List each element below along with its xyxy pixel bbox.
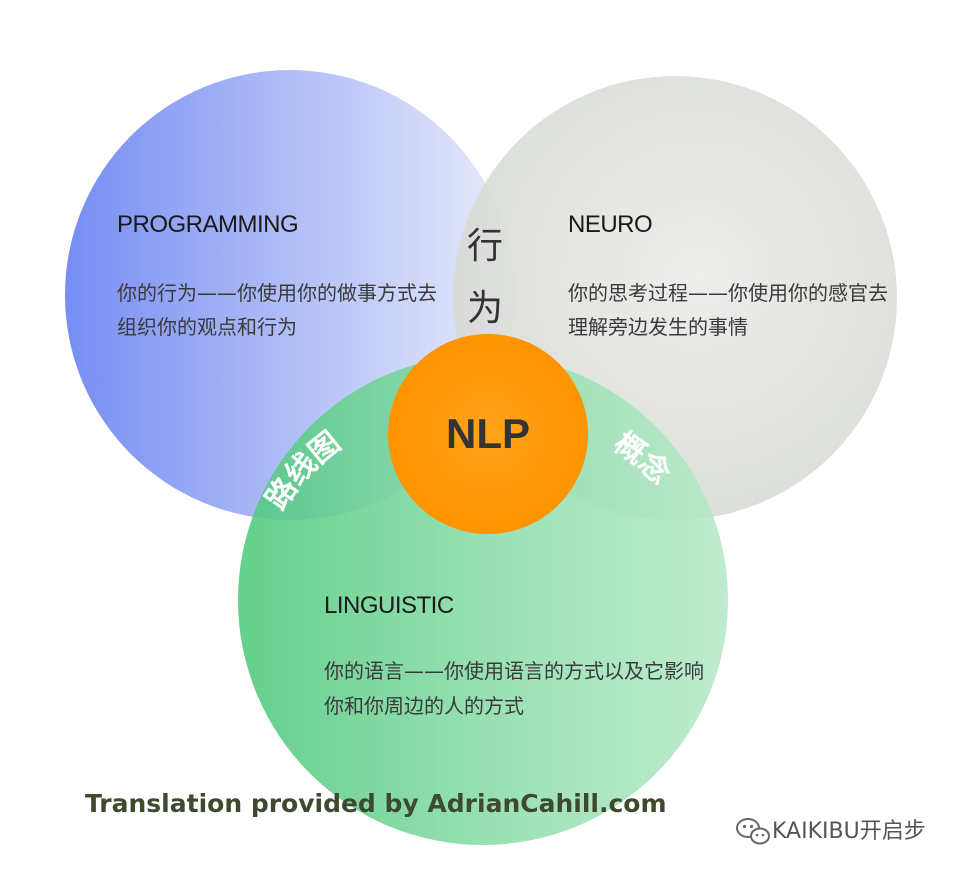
watermark-label: KAIKIBU开启步 [772,819,926,844]
wechat-icon [736,818,770,845]
overlap-behavior-char2: 为 [467,288,503,329]
linguistic-circle [238,355,728,845]
translation-credit: Translation provided by AdrianCahill.com [85,789,667,818]
nlp-center-label: NLP [446,410,530,457]
nlp-center-circle [388,334,588,534]
programming-desc-line1: 你的行为——你使用你的做事方式去 [117,281,437,305]
programming-desc-line2: 组织你的观点和行为 [117,315,297,339]
neuro-desc-line2: 理解旁边发生的事情 [568,315,748,339]
neuro-heading: NEURO [568,211,652,238]
neuro-desc-line1: 你的思考过程——你使用你的感官去 [568,281,888,305]
linguistic-desc-line1: 你的语言——你使用语言的方式以及它影响 [324,659,704,683]
programming-heading: PROGRAMMING [117,211,298,238]
linguistic-heading: LINGUISTIC [324,592,454,619]
linguistic-desc-line2: 你和你周边的人的方式 [324,694,524,718]
overlap-behavior-char1: 行 [467,226,503,267]
